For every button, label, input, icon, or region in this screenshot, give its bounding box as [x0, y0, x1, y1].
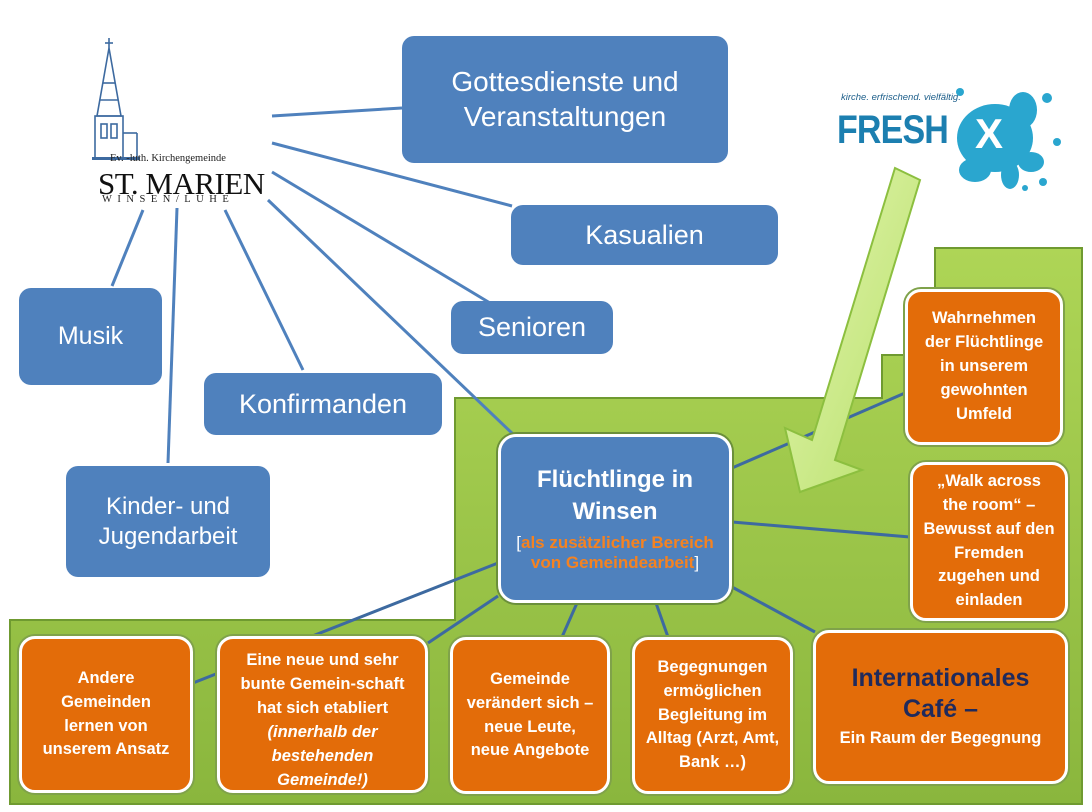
paint-splash-icon: [956, 88, 1061, 191]
neue-gemeinschaft-italic: (innerhalb der bestehenden Gemeinde!): [267, 722, 378, 789]
bracket-open: [: [516, 532, 521, 552]
logo-place: WINSEN/LUHE: [102, 194, 235, 205]
cafe-title: Internationales Café –: [851, 663, 1030, 724]
box-internationales-cafe: Internationales Café – Ein Raum der Bege…: [813, 630, 1068, 784]
fresh-x-x: X: [975, 110, 1004, 157]
center-subtitle: [als zusätzlicher Bereich von Gemeindear…: [515, 533, 715, 574]
neue-gemeinschaft-text: Eine neue und sehr bunte Gemein-schaft h…: [240, 651, 405, 717]
box-musik: Musik: [19, 288, 162, 385]
connector-begegnungen: [654, 602, 670, 638]
connector-neue: [427, 594, 499, 645]
fresh-x-logo: kirche. erfrischend. vielfältig. FRESH X: [835, 70, 1065, 195]
box-kinder-jugendarbeit: Kinder- und Jugendarbeit: [66, 466, 270, 577]
box-begegnungen: Begegnungen ermöglichen Begleitung im Al…: [632, 637, 793, 794]
connector-gemeinde: [560, 602, 579, 638]
center-title: Flüchtlinge in Winsen: [537, 465, 693, 526]
center-highlight: als zusätzlicher Bereich von Gemeindearb…: [520, 532, 714, 572]
st-marien-logo: Ev. -luth. Kirchengemeinde ST. MARIEN WI…: [92, 38, 270, 208]
connector-gottesdienste: [271, 106, 403, 118]
connector-senioren: [271, 170, 491, 305]
fresh-x-word: FRESH: [837, 108, 949, 152]
box-andere-gemeinden: Andere Gemeinden lernen von unserem Ansa…: [19, 636, 193, 793]
fresh-x-tagline: kirche. erfrischend. vielfältig.: [841, 92, 961, 103]
box-wahrnehmen: Wahrnehmen der Flüchtlinge in unserem ge…: [905, 289, 1063, 445]
logo-name: ST. MARIEN: [98, 166, 265, 201]
box-gottesdienste: Gottesdienste und Veranstaltungen: [402, 36, 728, 163]
box-walk-across-the-room: „Walk across the room“ – Bewusst auf den…: [910, 462, 1068, 621]
box-konfirmanden: Konfirmanden: [204, 373, 442, 435]
box-gemeinde-veraendert: Gemeinde verändert sich – neue Leute, ne…: [450, 637, 610, 794]
bracket-close: ]: [694, 552, 700, 572]
connector-konfirmanden: [223, 209, 305, 371]
cafe-subtitle: Ein Raum der Begegnung: [839, 729, 1042, 748]
connector-fluechtlinge: [266, 198, 517, 438]
box-neue-gemeinschaft: Eine neue und sehr bunte Gemein-schaft h…: [217, 636, 428, 793]
connector-musik: [110, 209, 145, 287]
logo-subtitle: Ev. -luth. Kirchengemeinde: [110, 153, 226, 164]
connector-kasualien: [271, 141, 513, 208]
box-fluechtlinge-in-winsen: Flüchtlinge in Winsen [als zusätzlicher …: [498, 434, 732, 603]
connector-cafe: [731, 585, 816, 634]
box-kasualien: Kasualien: [511, 205, 778, 265]
box-senioren: Senioren: [451, 301, 613, 354]
connector-kinder: [166, 207, 179, 464]
connector-walk: [731, 520, 911, 539]
church-tower-icon: [92, 38, 140, 160]
fresh-x-arrow: [783, 166, 922, 494]
